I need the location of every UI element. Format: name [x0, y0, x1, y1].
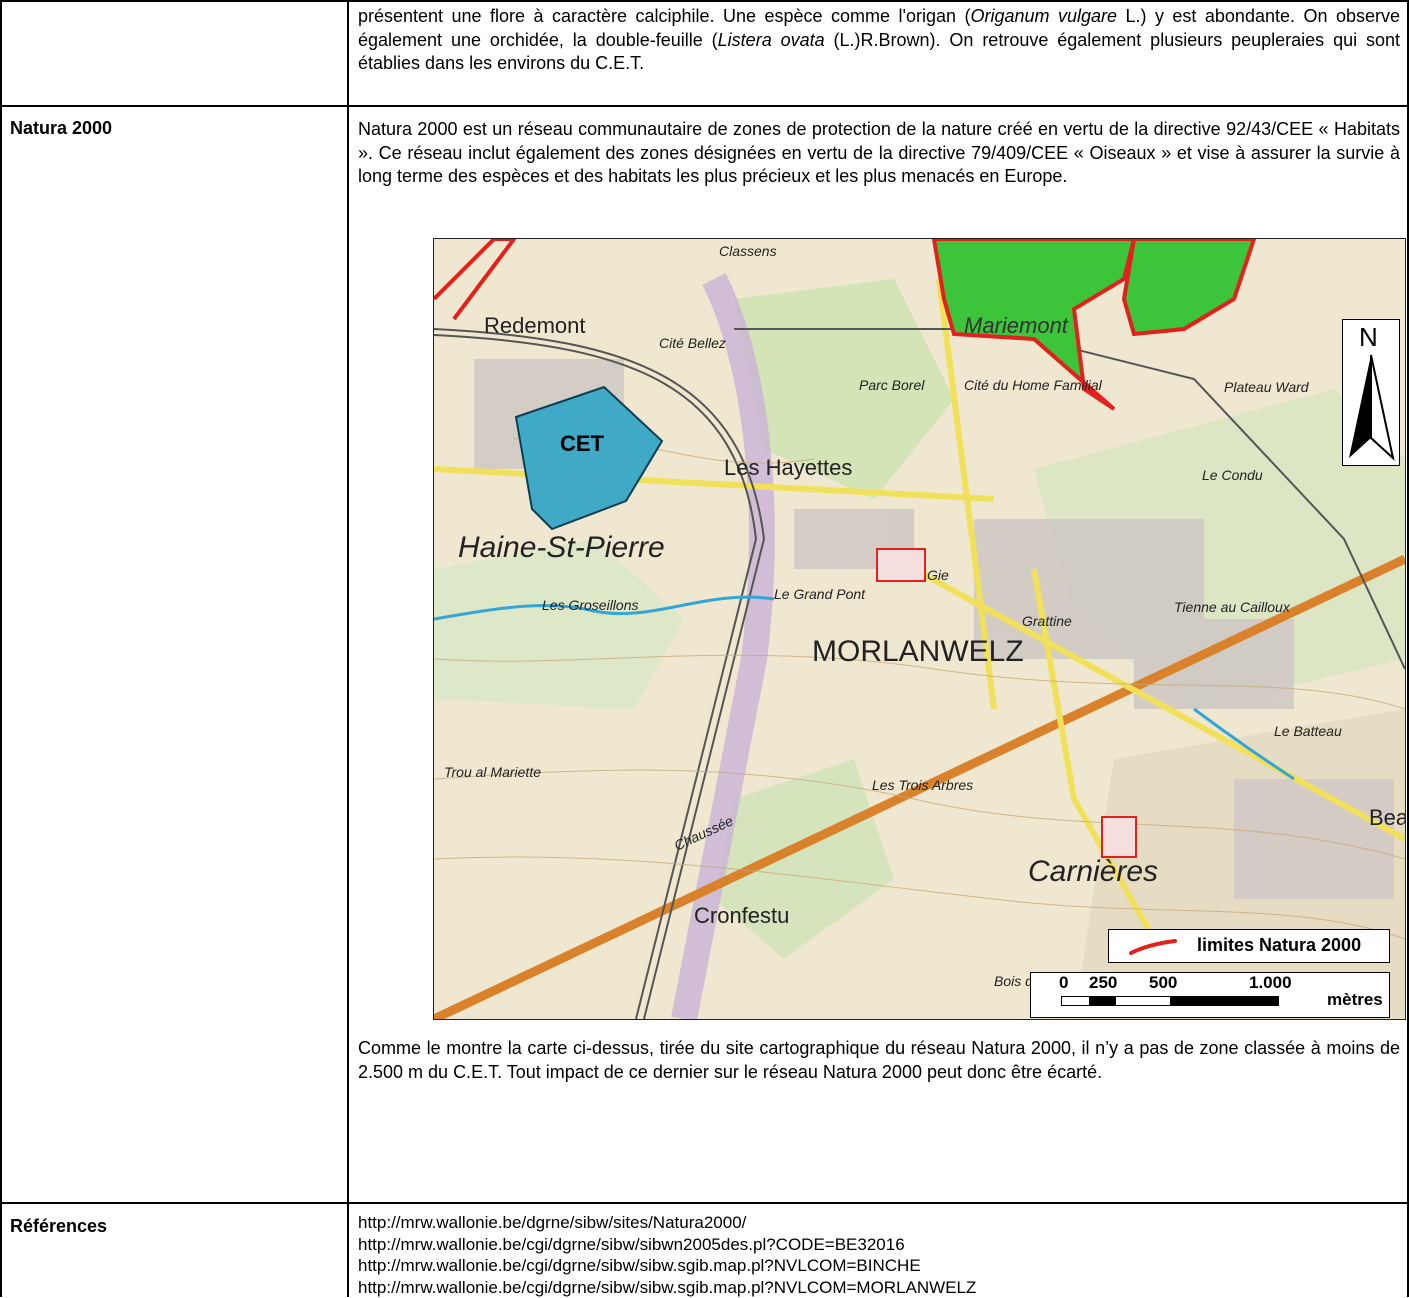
natura-intro: Natura 2000 est un réseau communautaire … [358, 118, 1400, 189]
map-image [434, 239, 1405, 1019]
legend-label: limites Natura 2000 [1197, 935, 1361, 956]
row-label-natura: Natura 2000 [10, 118, 112, 139]
north-arrow-icon [1343, 320, 1399, 465]
place-gie: Gie [927, 567, 949, 583]
row-divider [0, 105, 1409, 107]
row-label-references: Références [10, 1216, 107, 1237]
place-tienne: Tienne au Cailloux [1174, 599, 1290, 615]
scale-tick-0: 0 [1059, 973, 1068, 993]
scale-bar: 0 250 500 1.000 mètres [1030, 972, 1390, 1018]
place-hayettes: Les Hayettes [724, 455, 852, 481]
cet-label: CET [560, 431, 604, 457]
place-redemont: Redemont [484, 313, 586, 339]
species-listera: Listera ovata [718, 30, 825, 50]
place-trou: Trou al Mariette [444, 764, 541, 780]
place-haine-st-pierre: Haine-St-Pierre [458, 531, 665, 565]
scale-tick-500: 500 [1149, 973, 1177, 993]
boundary-swatch-icon [1125, 931, 1185, 961]
row-divider [0, 1202, 1409, 1204]
place-plateau: Plateau Ward [1224, 379, 1309, 395]
reference-link[interactable]: http://mrw.wallonie.be/cgi/dgrne/sibw/si… [358, 1255, 1400, 1277]
reference-link[interactable]: http://mrw.wallonie.be/cgi/dgrne/sibw/si… [358, 1277, 1400, 1298]
map-legend: limites Natura 2000 [1108, 929, 1390, 963]
place-cronfestu: Cronfestu [694, 903, 789, 929]
place-groseillons: Les Groseillons [542, 597, 639, 613]
place-batteau: Le Batteau [1274, 723, 1342, 739]
table-border-top [0, 0, 1409, 2]
reference-link[interactable]: http://mrw.wallonie.be/dgrne/sibw/sites/… [358, 1212, 1400, 1234]
scale-tick-250: 250 [1089, 973, 1117, 993]
north-arrow: N [1342, 319, 1400, 466]
scale-bar-graphic [1061, 996, 1279, 1006]
place-grattine: Grattine [1022, 613, 1072, 629]
place-parc-borel: Parc Borel [859, 377, 924, 393]
scale-tick-1000: 1.000 [1249, 973, 1292, 993]
place-carnieres: Carnières [1028, 855, 1158, 889]
table-column-divider [347, 0, 349, 1297]
natura-conclusion: Comme le montre la carte ci-dessus, tiré… [358, 1037, 1400, 1084]
place-cite-home: Cité du Home Familial [964, 377, 1102, 393]
natura-map: Redemont Cité Bellez Classens Mariemont … [433, 238, 1406, 1020]
place-morlanwelz: MORLANWELZ [812, 635, 1024, 669]
scale-unit: mètres [1327, 990, 1383, 1010]
place-cite-bellez: Cité Bellez [659, 335, 726, 351]
place-grand-pont: Le Grand Pont [774, 586, 865, 602]
table-border-left [0, 0, 2, 1297]
reference-link[interactable]: http://mrw.wallonie.be/cgi/dgrne/sibw/si… [358, 1234, 1400, 1256]
place-classens: Classens [719, 243, 777, 259]
place-le-condu: Le Condu [1202, 467, 1263, 483]
place-bea: Bea [1369, 805, 1406, 831]
place-mariemont: Mariemont [964, 313, 1068, 339]
flora-paragraph: présentent une flore à caractère calciph… [358, 5, 1400, 76]
place-trois-arbres: Les Trois Arbres [872, 777, 973, 793]
references-list: http://mrw.wallonie.be/dgrne/sibw/sites/… [358, 1212, 1400, 1298]
species-origanum: Origanum vulgare [970, 6, 1117, 26]
